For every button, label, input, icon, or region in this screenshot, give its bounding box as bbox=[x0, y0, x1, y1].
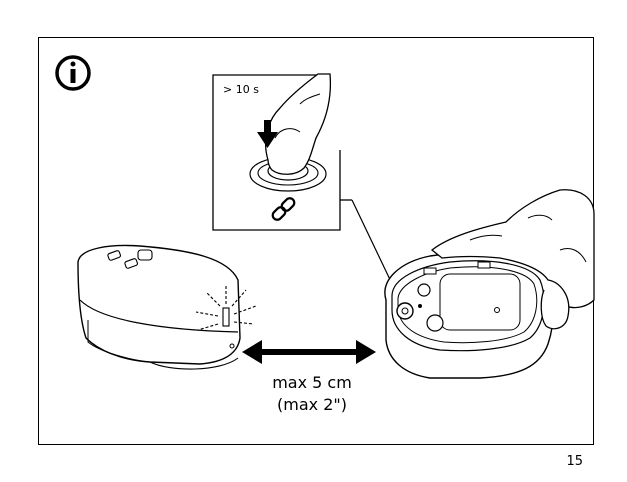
left-device bbox=[77, 244, 257, 370]
hand bbox=[430, 189, 595, 330]
distance-label: max 5 cm (max 2") bbox=[262, 372, 362, 416]
press-arrow-icon bbox=[257, 120, 278, 148]
finger bbox=[265, 73, 332, 175]
distance-cm: max 5 cm bbox=[272, 373, 352, 392]
info-icon bbox=[55, 55, 91, 91]
right-device bbox=[384, 252, 555, 379]
link-icon bbox=[271, 197, 296, 221]
press-duration-label: > 10 s bbox=[223, 83, 259, 96]
page-number: 15 bbox=[566, 454, 583, 469]
distance-arrow-icon bbox=[242, 340, 376, 364]
distance-in: (max 2") bbox=[277, 395, 347, 414]
